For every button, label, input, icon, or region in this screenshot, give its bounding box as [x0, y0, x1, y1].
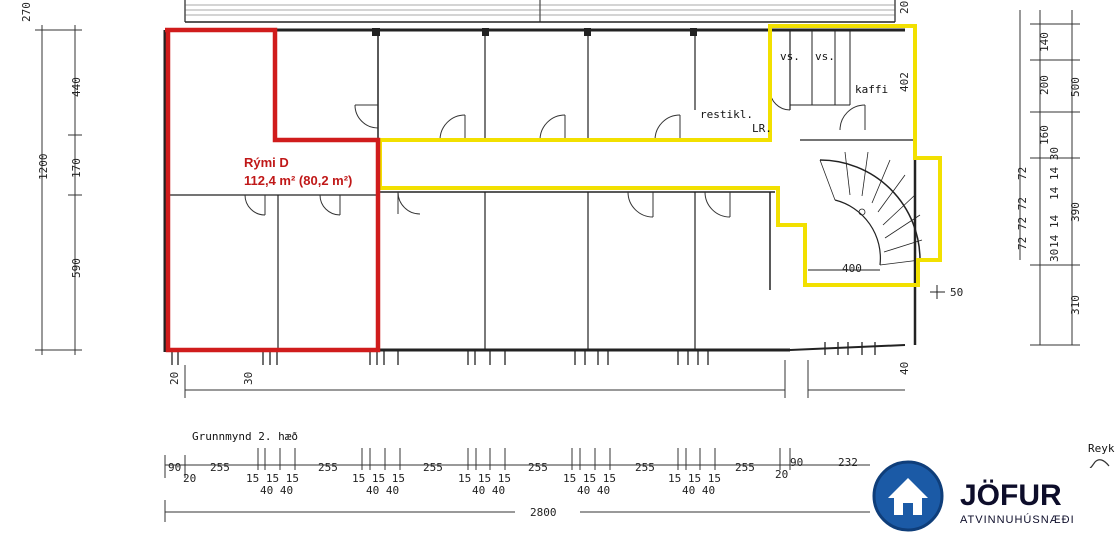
right-dim-200: 200: [1038, 75, 1051, 95]
spiral-staircase: [808, 151, 923, 271]
bottom-dim-255-6: 255: [735, 461, 755, 474]
right-dim-30: 30: [1048, 249, 1061, 262]
dim-402: 402: [898, 72, 911, 92]
left-dim-170: 170: [70, 158, 83, 178]
top-columns: [372, 28, 697, 36]
space-d-outline: [165, 27, 381, 353]
bottom-dim-15s-4: 15 15 15: [563, 472, 616, 485]
window-marks: [171, 342, 876, 365]
room-label-lr: LR.: [752, 122, 772, 135]
bottom-dim-255-5: 255: [635, 461, 655, 474]
bottom-dim-15s-3: 15 15 15: [458, 472, 511, 485]
dim-40: 40: [898, 362, 911, 375]
top-edge-hatching: [184, 0, 896, 23]
building-walls: [163, 28, 917, 352]
left-dim-590: 590: [70, 258, 83, 278]
bottom-dim-255-1: 255: [210, 461, 230, 474]
left-dim-1200: 1200: [37, 154, 50, 181]
room-label-restikl: restikl.: [700, 108, 753, 121]
bottom-dim-40s-5: 40 40: [682, 484, 715, 497]
bottom-dim-40s-1: 40 40: [260, 484, 293, 497]
left-dim-440: 440: [70, 77, 83, 97]
bottom-dim-255-3: 255: [423, 461, 443, 474]
right-dim-72a: 72: [1016, 167, 1029, 180]
door-swings: [244, 89, 866, 218]
room-label-vs1: vs.: [780, 50, 800, 63]
left-dim-top: 270: [20, 2, 33, 22]
right-dim-390: 390: [1069, 202, 1082, 222]
dim-50-marks: [930, 285, 945, 299]
dim-50: 50: [950, 286, 963, 299]
left-dim-30: 30: [242, 372, 255, 385]
right-dim-500: 500: [1069, 77, 1082, 97]
right-dim-14: 14 14: [1048, 215, 1061, 248]
bottom-dim-90-left: 90: [168, 461, 181, 474]
dim-400: 400: [842, 262, 862, 275]
bottom-dim-total: 2800: [530, 506, 557, 519]
left-dimension-lines: [35, 25, 82, 355]
house-icon: [888, 478, 928, 515]
room-label-vs2: vs.: [815, 50, 835, 63]
bottom-dim-15s-1: 15 15 15: [246, 472, 299, 485]
bottom-dim-255-4: 255: [528, 461, 548, 474]
common-area-outline: [378, 24, 942, 287]
right-dimension-lines: [1019, 10, 1080, 346]
bottom-dim-255-2: 255: [318, 461, 338, 474]
bottom-ref-line: [184, 360, 905, 398]
bottom-dim-90-right: 90: [790, 456, 803, 469]
bottom-dim-40s-4: 40 40: [577, 484, 610, 497]
bottom-dim-15s-2: 15 15 15: [352, 472, 405, 485]
right-dim-160: 160: [1038, 125, 1051, 145]
logo-name: JÖFUR: [960, 479, 1062, 512]
bottom-dimension-line: [164, 448, 870, 522]
bottom-dim-40s-3: 40 40: [472, 484, 505, 497]
left-dim-20: 20: [168, 372, 181, 385]
right-dim-140: 140: [1038, 32, 1051, 52]
space-d-title: Rými D: [244, 155, 289, 170]
bottom-dim-232: 232: [838, 456, 858, 469]
company-logo: JÖFUR ATVINNUHÚSNÆÐI: [872, 460, 1110, 532]
room-label-kaffi: kaffi: [855, 83, 888, 96]
space-d-area: 112,4 m² (80,2 m²): [244, 173, 352, 188]
bottom-dim-15s-5: 15 15 15: [668, 472, 721, 485]
right-dim-310: 310: [1069, 295, 1082, 315]
right-dim-14-30: 14 14 30: [1048, 147, 1061, 200]
bottom-dim-20-left: 20: [183, 472, 196, 485]
bottom-dim-20-right: 20: [775, 468, 788, 481]
logo-tagline: ATVINNUHÚSNÆÐI: [960, 513, 1075, 526]
right-dim-72b: 72 72 72: [1016, 197, 1029, 250]
top-mark-20: 20: [898, 1, 911, 14]
bottom-dim-40s-2: 40 40: [366, 484, 399, 497]
plan-title: Grunnmynd 2. hæð: [192, 430, 298, 443]
corner-text: Reyk: [1088, 442, 1115, 455]
